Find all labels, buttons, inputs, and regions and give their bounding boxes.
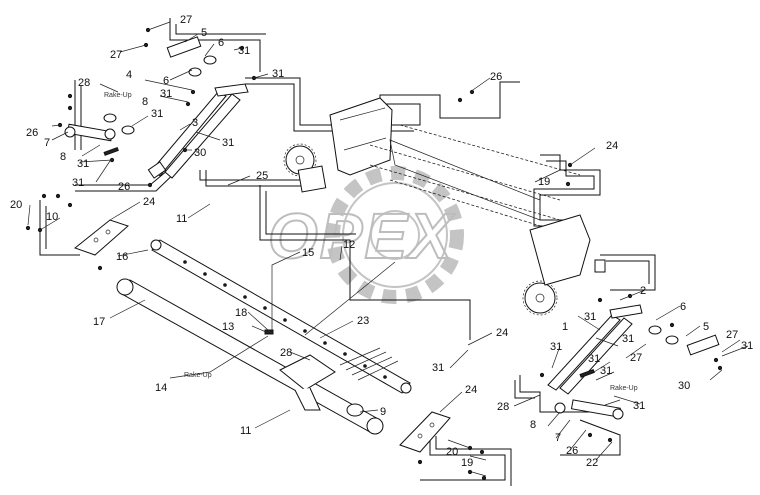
callout: 6 [218,37,224,49]
callout: 19 [461,457,473,469]
right-arm-assembly [539,293,723,443]
callout: 8 [60,151,66,163]
callout: 4 [126,69,132,81]
callout: 9 [380,406,386,418]
callout: 30 [678,380,690,392]
callout: 31 [550,341,562,353]
callout: 6 [680,301,686,313]
callout: 7 [555,432,561,444]
callout: 10 [46,211,58,223]
shaft-holes [183,260,387,379]
callout: 17 [93,316,105,328]
callout: 11 [176,213,187,225]
watermark-gear-icon [326,166,464,304]
callout: 23 [357,315,369,327]
tines [339,347,399,381]
watermark: OPEX [267,166,464,304]
right-gear-icon [522,280,558,316]
left-arm-assembly [57,27,257,188]
callout: 24 [143,196,155,208]
callout: 16 [116,251,128,263]
callout: 18 [235,307,247,319]
rake-up-label-center: Rake-Up [184,372,212,379]
callout: 31 [72,177,84,189]
callout: 31 [151,108,163,120]
callout: 8 [142,96,148,108]
watermark-text: OPEX [268,200,455,272]
callout: 11 [240,425,251,437]
callout: 26 [566,445,578,457]
callout: 31 [622,333,634,345]
callout: 31 [222,137,234,149]
callout: 15 [302,247,314,259]
callout: 2 [640,285,646,297]
callout: 19 [538,176,550,188]
callout: 6 [163,75,169,87]
callout: 24 [465,384,477,396]
callout: 26 [490,71,502,83]
callout: 24 [606,140,618,152]
shaft-assembly [116,239,412,435]
callout: 3 [192,117,198,129]
rake-up-tags: Rake-Up Rake-Up Rake-Up [104,92,638,392]
callout: 31 [160,88,172,100]
callout: 5 [703,321,709,333]
right-spacers [554,325,720,420]
callout: 31 [600,365,612,377]
callout: 31 [77,158,89,170]
callout: 27 [180,14,192,26]
callout: 27 [110,49,122,61]
callout: 30 [194,147,206,159]
rake-up-label-right: Rake-Up [610,385,638,392]
callout: 1 [562,321,568,333]
callout: 31 [633,400,645,412]
right-bolts [539,293,723,443]
callout: 26 [118,181,130,193]
callout: 5 [201,27,207,39]
callout: 13 [222,321,234,333]
left-gear-icon [283,143,317,177]
callout: 7 [44,137,50,149]
callout: 12 [343,239,355,251]
callout: 28 [78,77,90,89]
callout: 8 [530,419,536,431]
right-bracket [399,411,487,481]
callout: 14 [155,382,167,394]
callout: 24 [496,327,508,339]
callout-labels: 27 27 5 6 31 6 31 4 31 28 8 26 7 31 8 31… [10,14,753,469]
left-spacers [64,36,217,142]
callout: 31 [741,340,753,352]
leader-lines [27,21,749,477]
callout: 31 [238,45,250,57]
callout: 22 [586,457,598,469]
callout: 28 [497,401,509,413]
callout: 26 [26,127,38,139]
callout: 31 [584,311,596,323]
callout: 20 [446,446,458,458]
callout: 31 [432,362,444,374]
callout: 27 [726,329,738,341]
callout: 27 [630,352,642,364]
callout: 31 [588,353,600,365]
callout: 20 [10,199,22,211]
left-bracket [25,193,129,271]
callout: 31 [272,68,284,80]
callout: 25 [256,170,268,182]
rake-up-label-left: Rake-Up [104,92,132,99]
callout: 28 [280,347,292,359]
